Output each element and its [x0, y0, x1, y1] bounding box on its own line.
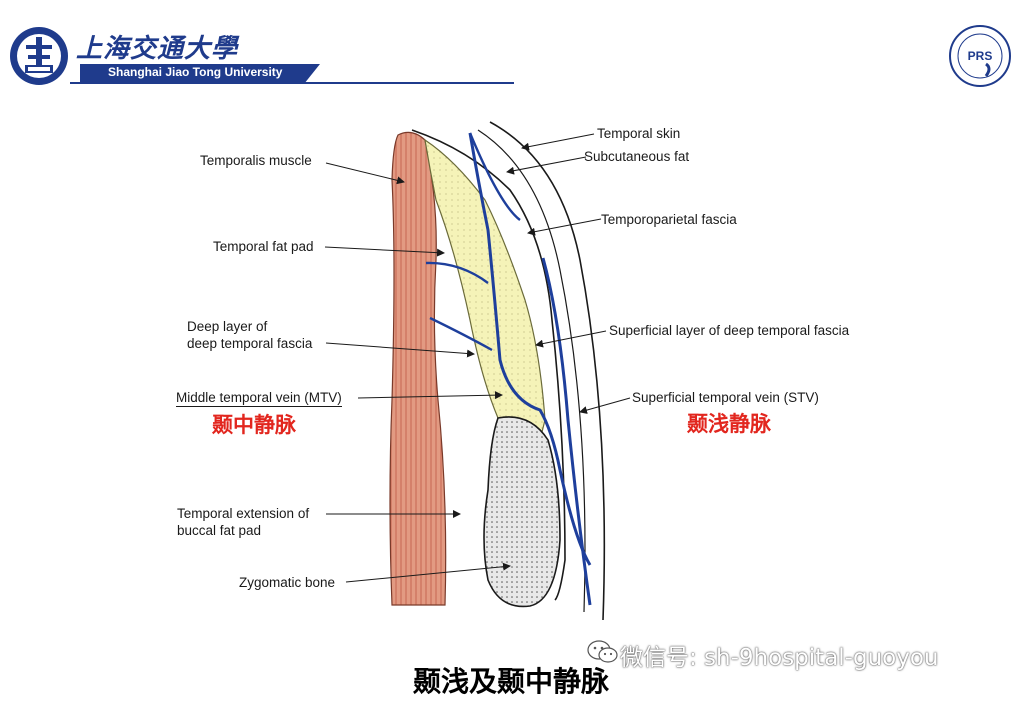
- label-mtv-cn: 颞中静脉: [212, 413, 296, 437]
- university-name-cn: 上海交通大學: [76, 34, 239, 64]
- university-name-band: [80, 64, 320, 82]
- label-temporalis-muscle: Temporalis muscle: [200, 153, 312, 168]
- label-zygomatic-bone: Zygomatic bone: [239, 575, 336, 590]
- subcutaneous-fat-line: [477, 129, 586, 613]
- superficial-temporal-vein-path: [541, 257, 592, 606]
- zygomatic-bone-shape: [483, 416, 561, 608]
- university-name-en: Shanghai Jiao Tong University: [108, 65, 283, 79]
- middle-temporal-vein-path: [468, 132, 592, 566]
- label-temporal-extension-line1: Temporal extension of: [177, 506, 310, 521]
- wechat-icon: [587, 640, 618, 663]
- mtv-branch-upper: [425, 261, 489, 284]
- svg-text:PRS: PRS: [968, 49, 993, 63]
- label-temporoparietal-fascia: Temporoparietal fascia: [601, 212, 737, 227]
- label-temporal-skin: Temporal skin: [597, 126, 681, 141]
- mtv-branch-lower: [429, 316, 493, 352]
- label-temporal-extension-line2: buccal fat pad: [177, 523, 262, 538]
- sjtu-seal-logo-icon: [10, 27, 68, 85]
- label-deep-layer-line1: Deep layer of: [187, 319, 268, 334]
- slide-header: 上海交通大學 Shanghai Jiao Tong University PRS: [0, 0, 1022, 95]
- label-mtv: Middle temporal vein (MTV): [176, 390, 342, 407]
- label-stv-cn: 颞浅静脉: [687, 412, 771, 436]
- label-deep-layer-line2: deep temporal fascia: [187, 336, 313, 351]
- label-stv: Superficial temporal vein (STV): [632, 390, 819, 405]
- label-superficial-layer: Superficial layer of deep temporal fasci…: [609, 323, 850, 338]
- watermark-text: 微信号: sh-9hospital-guoyou: [620, 645, 939, 671]
- slide-caption: 颞浅及颞中静脉: [412, 665, 609, 698]
- temporal-skin-line: [489, 121, 606, 621]
- label-subcutaneous-fat: Subcutaneous fat: [584, 149, 690, 164]
- header-rule: [70, 82, 514, 84]
- label-temporal-fat-pad: Temporal fat pad: [213, 239, 314, 254]
- prs-hospital-logo-icon: PRS: [949, 25, 1011, 87]
- mtv-branch-top: [468, 132, 521, 221]
